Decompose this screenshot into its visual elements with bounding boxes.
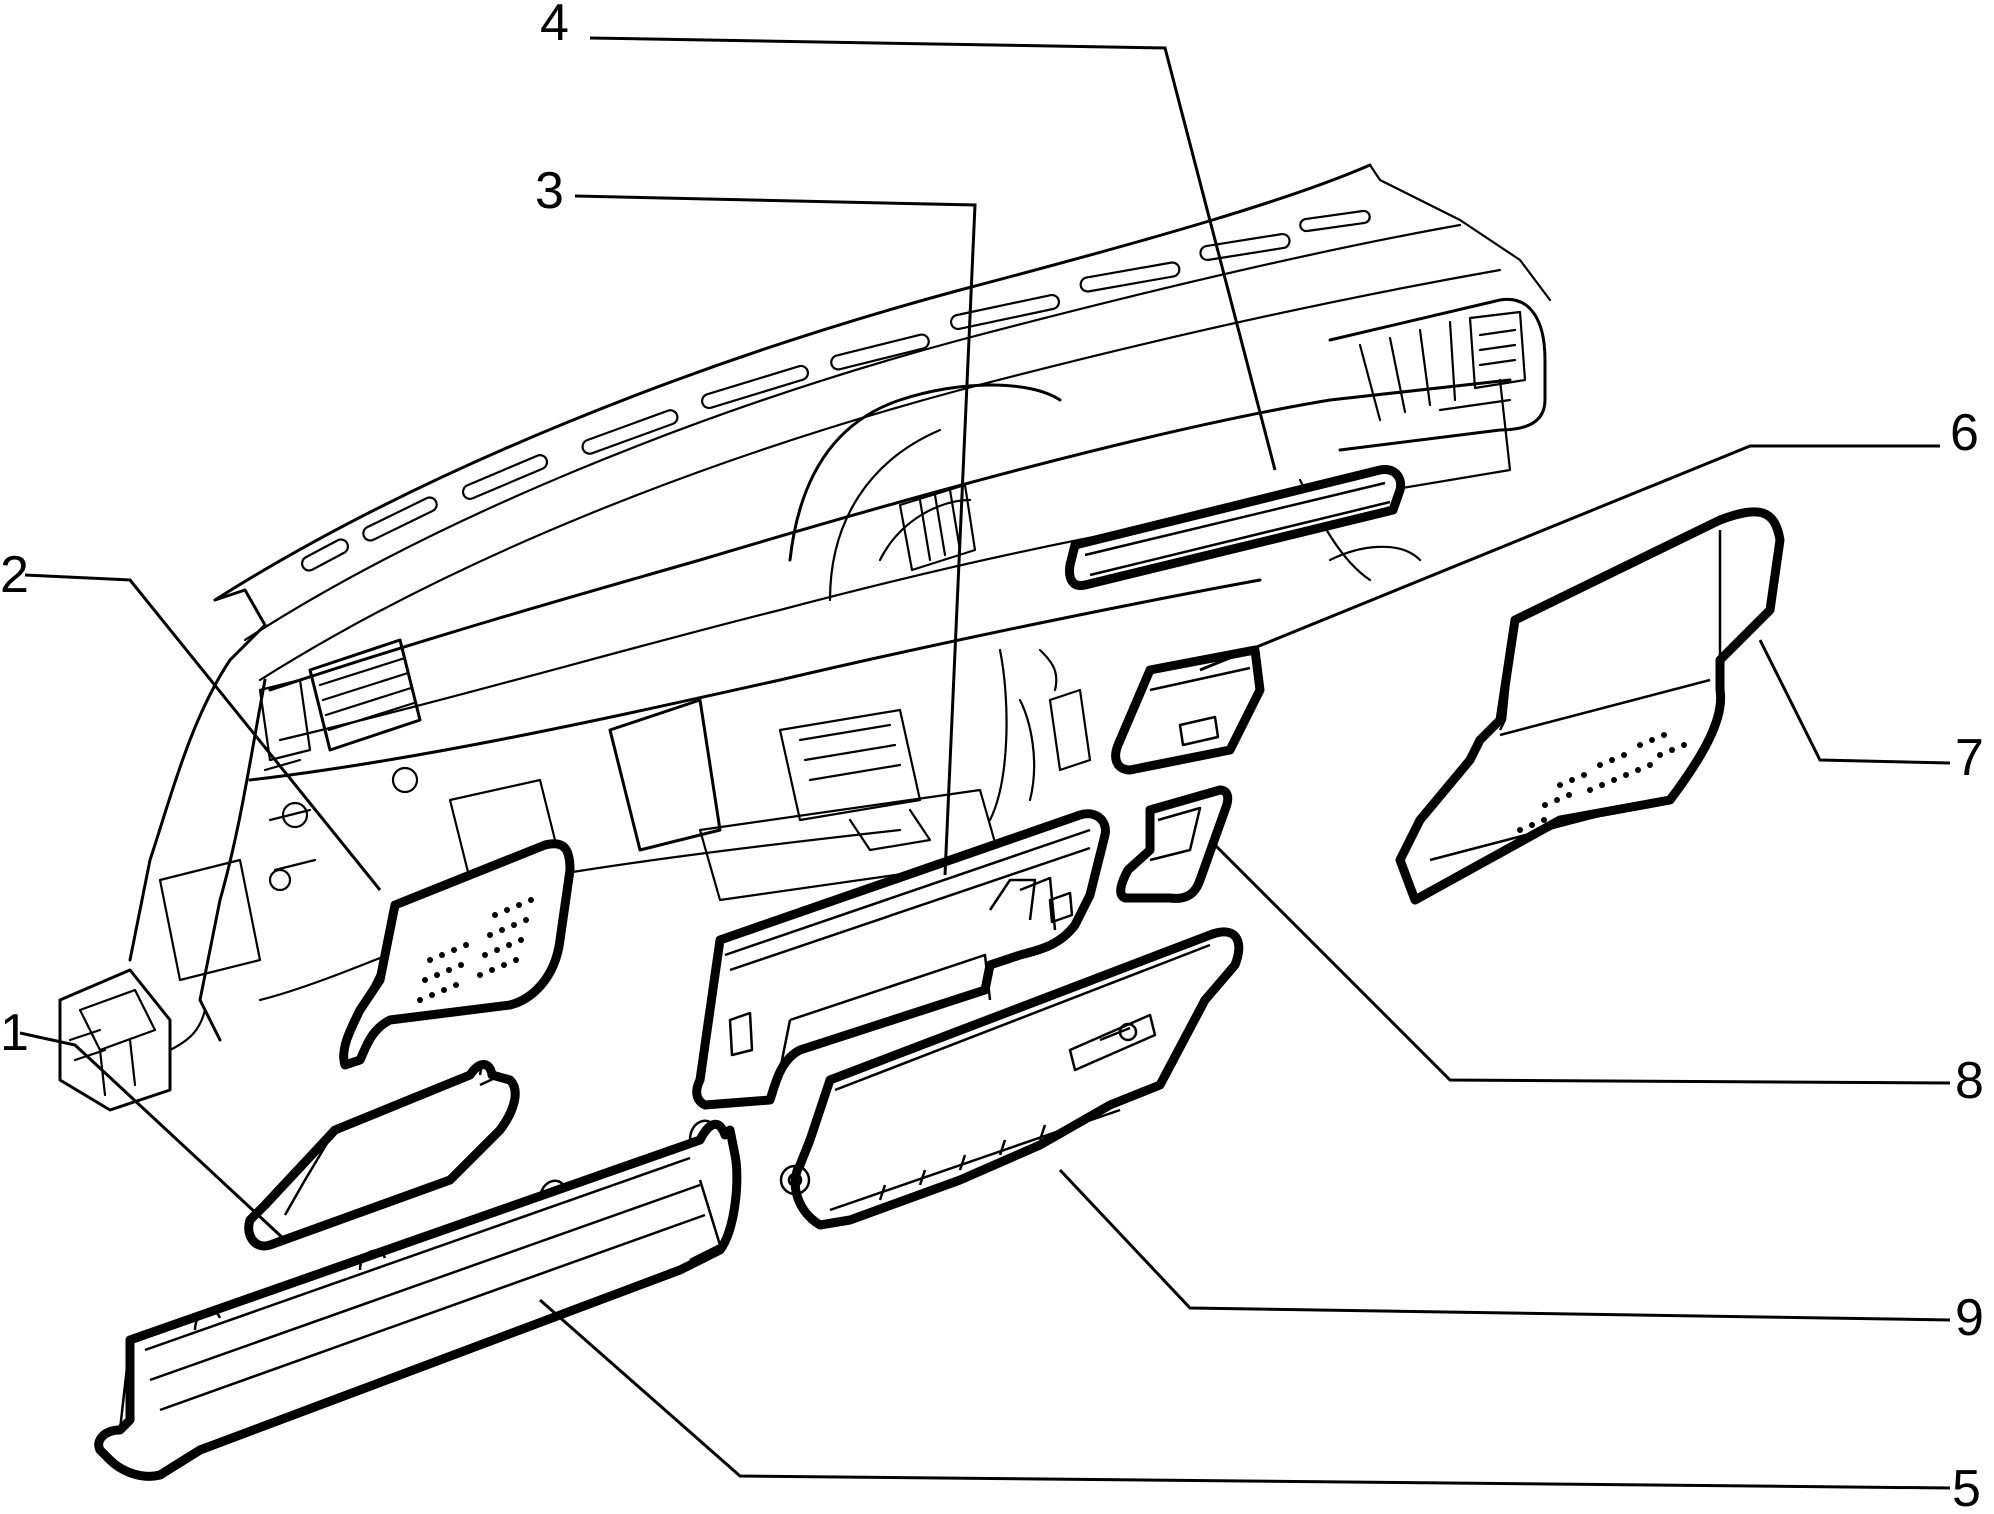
callout-6: 6: [1950, 404, 1979, 462]
part-4-upper-trim-strip: [1065, 465, 1406, 591]
leader-4: [589, 36, 1277, 471]
leader-3: [574, 194, 977, 876]
part-3-center-trim: [692, 809, 1110, 1110]
callout-2: 2: [0, 546, 29, 604]
callout-7: 7: [1955, 729, 1984, 787]
callout-9: 9: [1955, 1289, 1984, 1347]
callout-1: 1: [0, 1004, 29, 1062]
leader-2: [24, 573, 382, 891]
part-7-right-end-panel: [1395, 507, 1785, 905]
part-9-glovebox-lid: [779, 927, 1244, 1230]
part-2-grille: [417, 897, 534, 1003]
right-vents: [1328, 297, 1547, 452]
leader-5: [539, 1298, 1951, 1490]
defroster-slots: [301, 209, 1371, 572]
part-2-left-end-panel: [339, 839, 575, 1070]
part-1-lower-left-cover: [244, 1060, 520, 1251]
leader-8: [1213, 843, 1951, 1085]
leader-9: [1058, 1168, 1951, 1322]
callout-4: 4: [540, 0, 569, 52]
leader-7: [1758, 639, 1951, 765]
part-7-grille: [1517, 732, 1687, 833]
leader-lines: [19, 36, 1951, 1490]
callout-3: 3: [535, 162, 564, 220]
lower-left-bracket: [58, 968, 207, 1112]
callout-8: 8: [1955, 1052, 1984, 1110]
leader-1: [19, 1031, 287, 1242]
part-6-small-panel: [1111, 645, 1265, 775]
part-5-lower-trim-rail: [94, 1119, 742, 1481]
leader-6: [1199, 444, 1940, 672]
callout-5: 5: [1952, 1460, 1981, 1514]
part-8-small-clip: [1116, 785, 1233, 903]
center-vents: [898, 483, 977, 572]
left-vents: [258, 638, 422, 762]
